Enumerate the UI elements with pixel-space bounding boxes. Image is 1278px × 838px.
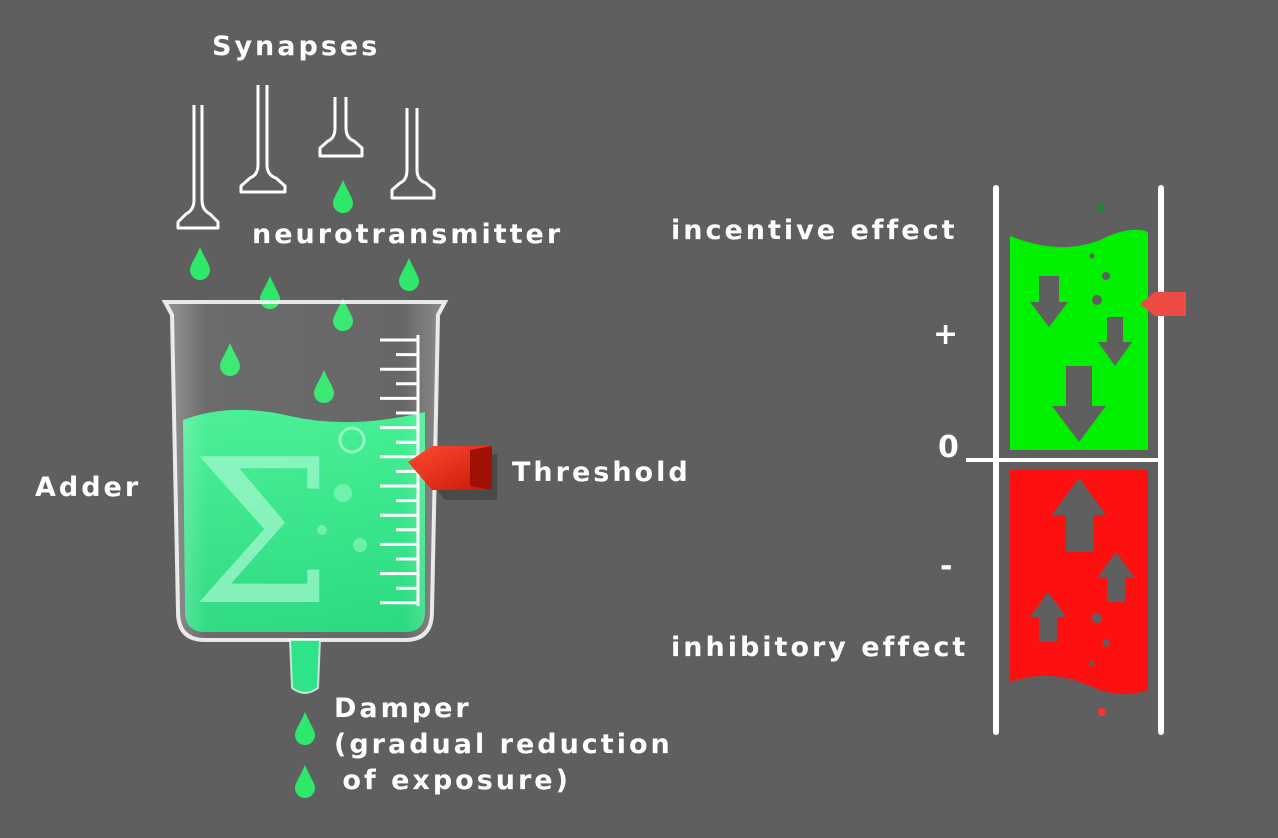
damper-label-line1: Damper (334, 693, 472, 724)
effect-column (966, 185, 1186, 735)
beaker-spout (288, 639, 322, 694)
drop (295, 712, 315, 745)
synapses-label: Synapses (212, 31, 381, 62)
down-arrow (1030, 276, 1068, 327)
minus-sign: - (940, 549, 956, 584)
damper-label-line2: (gradual reduction (334, 729, 673, 760)
synapse-terminal-4 (390, 108, 436, 200)
zero-label: 0 (938, 430, 962, 465)
up-arrow (1052, 478, 1106, 552)
threshold-label: Threshold (512, 457, 691, 488)
incentive-effect-label: incentive effect (671, 215, 958, 246)
adder-beaker: Σ (161, 300, 449, 694)
neurotransmitter-label: neurotransmitter (252, 219, 564, 250)
drop (399, 258, 419, 291)
damper-label-line3: of exposure) (330, 765, 571, 796)
inhibitory-particle (1098, 708, 1106, 716)
adder-label: Adder (35, 472, 142, 503)
synapse-terminals (176, 85, 436, 230)
drop (190, 247, 210, 280)
synapse-terminal-3 (318, 97, 364, 158)
down-arrow (1098, 317, 1132, 366)
incentive-particle (1097, 204, 1105, 212)
synapse-terminal-1 (176, 105, 220, 230)
inhibitory-arrows (1030, 478, 1134, 642)
incentive-bubbles (1089, 253, 1110, 305)
inhibitory-bubbles (1089, 613, 1110, 666)
up-arrow (1098, 552, 1134, 602)
drop (333, 180, 353, 213)
drop (295, 765, 315, 798)
beaker-glass (161, 300, 449, 642)
level-marker (1140, 292, 1186, 316)
down-arrow (1052, 366, 1106, 442)
inhibitory-effect-label: inhibitory effect (671, 632, 969, 663)
synapse-terminal-2 (239, 85, 287, 194)
incentive-arrows (1030, 276, 1132, 442)
up-arrow (1030, 592, 1066, 642)
threshold-arrow (408, 446, 497, 500)
plus-sign: + (933, 317, 962, 352)
